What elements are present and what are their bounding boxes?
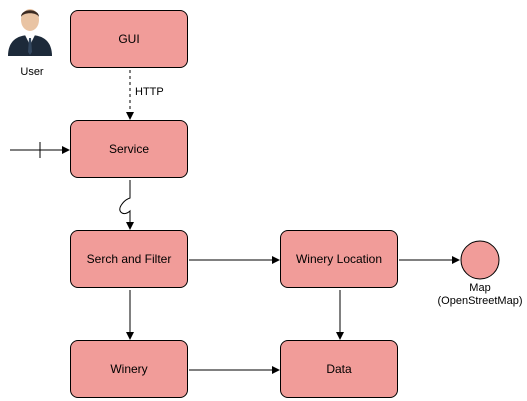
map-label-title: Map [469, 282, 491, 294]
map-label-subtitle: (OpenStreetMap) [437, 295, 523, 307]
search-filter-node: Serch and Filter [70, 230, 188, 288]
data-node: Data [280, 340, 398, 398]
http-label: HTTP [135, 86, 164, 98]
map-node [460, 240, 500, 280]
gui-node: GUI [70, 10, 188, 68]
winery-node: Winery [70, 340, 188, 398]
user-label: User [20, 66, 44, 78]
service-node: Service [70, 120, 188, 178]
winery-location-node: Winery Location [280, 230, 398, 288]
map-label: Map (OpenStreetMap) [430, 282, 527, 308]
edge-service-search [119, 180, 134, 230]
user-icon [8, 9, 52, 56]
